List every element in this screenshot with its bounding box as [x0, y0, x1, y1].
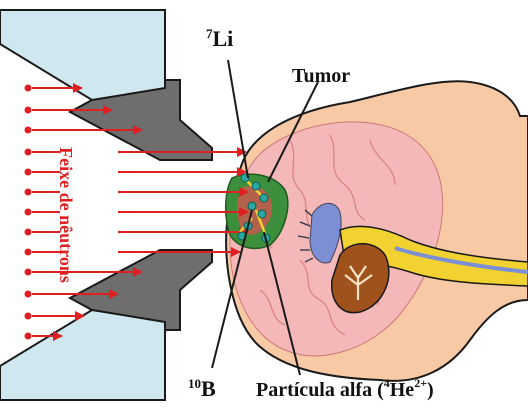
collimator-upper-glass — [0, 10, 165, 100]
collimator-lower-glass — [0, 310, 165, 400]
collimator — [0, 10, 212, 400]
b10-label: 10B — [188, 376, 216, 401]
li7-pointer — [228, 60, 248, 178]
li7-label: 7Li — [206, 26, 233, 51]
tumor-label: Tumor — [292, 65, 350, 87]
beam-label: Feixe de nêutrons — [56, 147, 76, 283]
alpha-particle-label: Partícula alfa (4He2+) — [256, 376, 434, 401]
